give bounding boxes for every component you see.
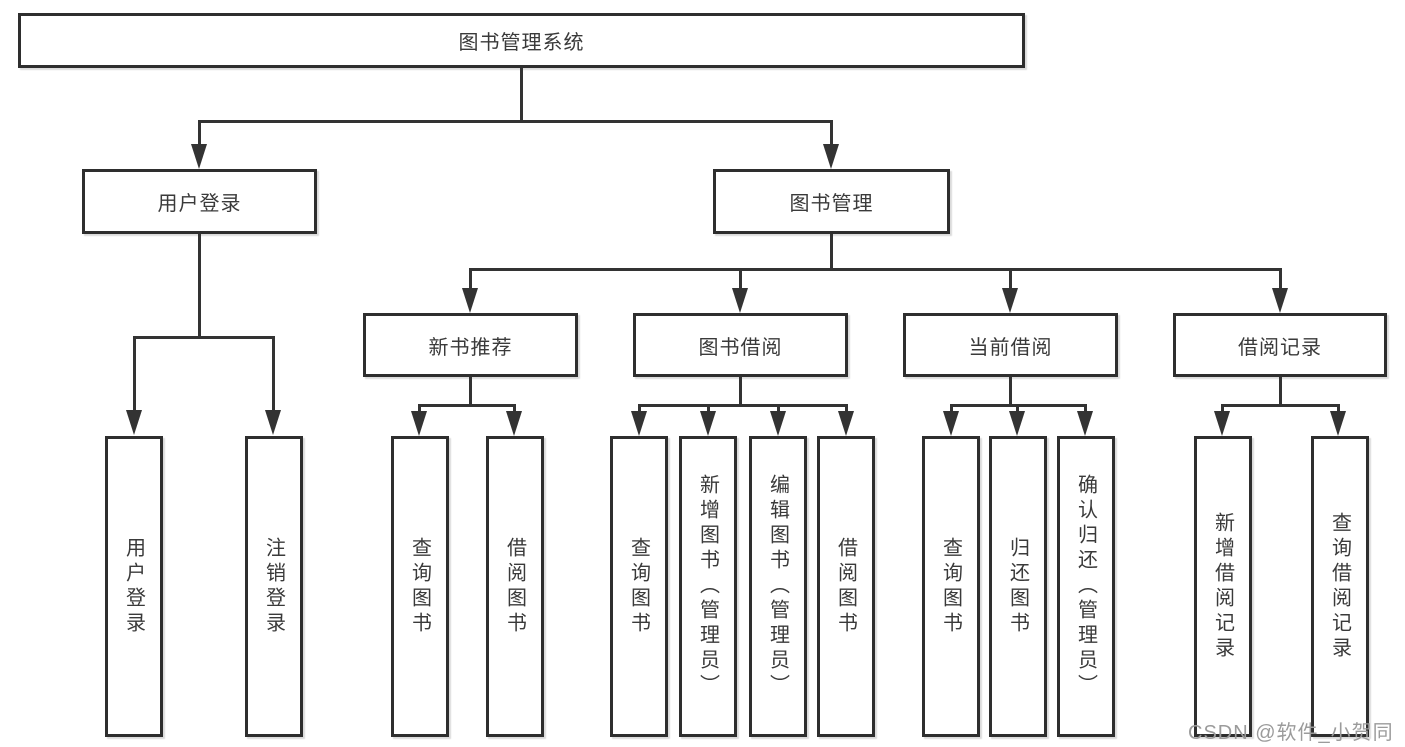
node-borrowing-records-label: 借阅记录 bbox=[1238, 336, 1322, 359]
arrowhead bbox=[770, 411, 786, 436]
leaf-query-books-borrowing: 查询图书 bbox=[610, 436, 668, 737]
connector-line bbox=[830, 234, 833, 268]
connector-line bbox=[638, 404, 641, 411]
connector-line bbox=[739, 268, 742, 288]
connector-line bbox=[1084, 404, 1087, 411]
leaf-query-books-recommend: 查询图书 bbox=[391, 436, 449, 737]
connector-line bbox=[1009, 377, 1012, 404]
leaf-add-books-admin-label: 新增图书（管理员） bbox=[696, 474, 719, 699]
node-book-borrowing: 图书借阅 bbox=[633, 313, 848, 377]
node-root: 图书管理系统 bbox=[18, 13, 1025, 68]
connector-line bbox=[638, 404, 847, 407]
node-current-borrowing-label: 当前借阅 bbox=[968, 336, 1053, 359]
leaf-confirm-return-admin: 确认归还（管理员） bbox=[1057, 436, 1115, 737]
csdn-watermark: CSDN @软件_小贺同学 bbox=[1188, 722, 1394, 744]
arrowhead bbox=[1272, 288, 1288, 313]
leaf-return-books: 归还图书 bbox=[989, 436, 1047, 737]
node-current-borrowing: 当前借阅 bbox=[903, 313, 1118, 377]
arrowhead bbox=[411, 411, 427, 436]
arrowhead bbox=[943, 411, 959, 436]
node-new-book-recommendation-label: 新书推荐 bbox=[428, 336, 513, 359]
leaf-user-login-label: 用户登录 bbox=[122, 536, 145, 637]
arrowhead bbox=[191, 144, 207, 169]
connector-line bbox=[198, 234, 201, 336]
connector-line bbox=[1337, 404, 1340, 411]
node-new-book-recommendation: 新书推荐 bbox=[363, 313, 578, 377]
connector-line bbox=[1279, 268, 1282, 288]
connector-line bbox=[1009, 268, 1012, 288]
arrowhead bbox=[1009, 411, 1025, 436]
leaf-return-books-label: 归还图书 bbox=[1006, 536, 1029, 637]
arrowhead bbox=[838, 411, 854, 436]
connector-line bbox=[707, 404, 710, 411]
connector-line bbox=[830, 120, 833, 144]
arrowhead bbox=[265, 410, 281, 435]
connector-line bbox=[469, 377, 472, 404]
node-book-management-branch: 图书管理 bbox=[713, 169, 950, 234]
connector-line bbox=[777, 404, 780, 411]
connector-line bbox=[198, 120, 832, 123]
arrowhead bbox=[1002, 288, 1018, 313]
arrowhead bbox=[732, 288, 748, 313]
connector-line bbox=[1016, 404, 1019, 411]
node-borrowing-records: 借阅记录 bbox=[1173, 313, 1387, 377]
connector-line bbox=[469, 268, 472, 288]
leaf-add-borrow-record-label: 新增借阅记录 bbox=[1211, 511, 1234, 662]
leaf-borrow-books-recommend-label: 借阅图书 bbox=[503, 536, 526, 637]
arrowhead bbox=[823, 144, 839, 169]
connector-line bbox=[133, 336, 275, 339]
connector-line bbox=[739, 377, 742, 404]
connector-line bbox=[418, 404, 516, 407]
leaf-borrow-books-recommend: 借阅图书 bbox=[486, 436, 544, 737]
node-user-login-branch: 用户登录 bbox=[82, 169, 317, 234]
connector-line bbox=[1221, 404, 1340, 407]
leaf-query-books-current: 查询图书 bbox=[922, 436, 980, 737]
connector-line bbox=[1221, 404, 1224, 411]
leaf-query-books-borrowing-label: 查询图书 bbox=[627, 536, 650, 637]
arrowhead bbox=[631, 411, 647, 436]
leaf-borrow-books-borrowing: 借阅图书 bbox=[817, 436, 875, 737]
arrowhead bbox=[1077, 411, 1093, 436]
arrowhead bbox=[506, 411, 522, 436]
leaf-borrow-books-borrowing-label: 借阅图书 bbox=[834, 536, 857, 637]
node-book-management-branch-label: 图书管理 bbox=[789, 193, 874, 215]
connector-line bbox=[469, 268, 1282, 271]
leaf-user-login: 用户登录 bbox=[105, 436, 163, 737]
leaf-query-borrow-record: 查询借阅记录 bbox=[1311, 436, 1369, 737]
node-root-label: 图书管理系统 bbox=[458, 32, 585, 54]
arrowhead bbox=[1330, 411, 1346, 436]
leaf-edit-books-admin: 编辑图书（管理员） bbox=[749, 436, 807, 737]
connector-line bbox=[520, 68, 523, 120]
connector-line bbox=[198, 120, 201, 144]
leaf-add-books-admin: 新增图书（管理员） bbox=[679, 436, 737, 737]
leaf-logout: 注销登录 bbox=[245, 436, 303, 737]
node-user-login-branch-label: 用户登录 bbox=[157, 193, 242, 215]
leaf-confirm-return-admin-label: 确认归还（管理员） bbox=[1074, 474, 1097, 699]
connector-line bbox=[950, 404, 953, 411]
arrowhead bbox=[126, 410, 142, 435]
node-book-borrowing-label: 图书借阅 bbox=[698, 336, 783, 359]
connector-line bbox=[513, 404, 516, 411]
leaf-logout-label: 注销登录 bbox=[262, 536, 285, 637]
connector-line bbox=[418, 404, 421, 411]
leaf-query-books-current-label: 查询图书 bbox=[939, 536, 962, 637]
leaf-add-borrow-record: 新增借阅记录 bbox=[1194, 436, 1252, 737]
connector-line bbox=[272, 336, 275, 410]
leaf-edit-books-admin-label: 编辑图书（管理员） bbox=[766, 474, 789, 699]
leaf-query-borrow-record-label: 查询借阅记录 bbox=[1328, 511, 1351, 662]
connector-line bbox=[845, 404, 848, 411]
connector-line bbox=[1279, 377, 1282, 404]
arrowhead bbox=[1214, 411, 1230, 436]
arrowhead bbox=[700, 411, 716, 436]
connector-line bbox=[133, 336, 136, 410]
leaf-query-books-recommend-label: 查询图书 bbox=[408, 536, 431, 637]
arrowhead bbox=[462, 288, 478, 313]
